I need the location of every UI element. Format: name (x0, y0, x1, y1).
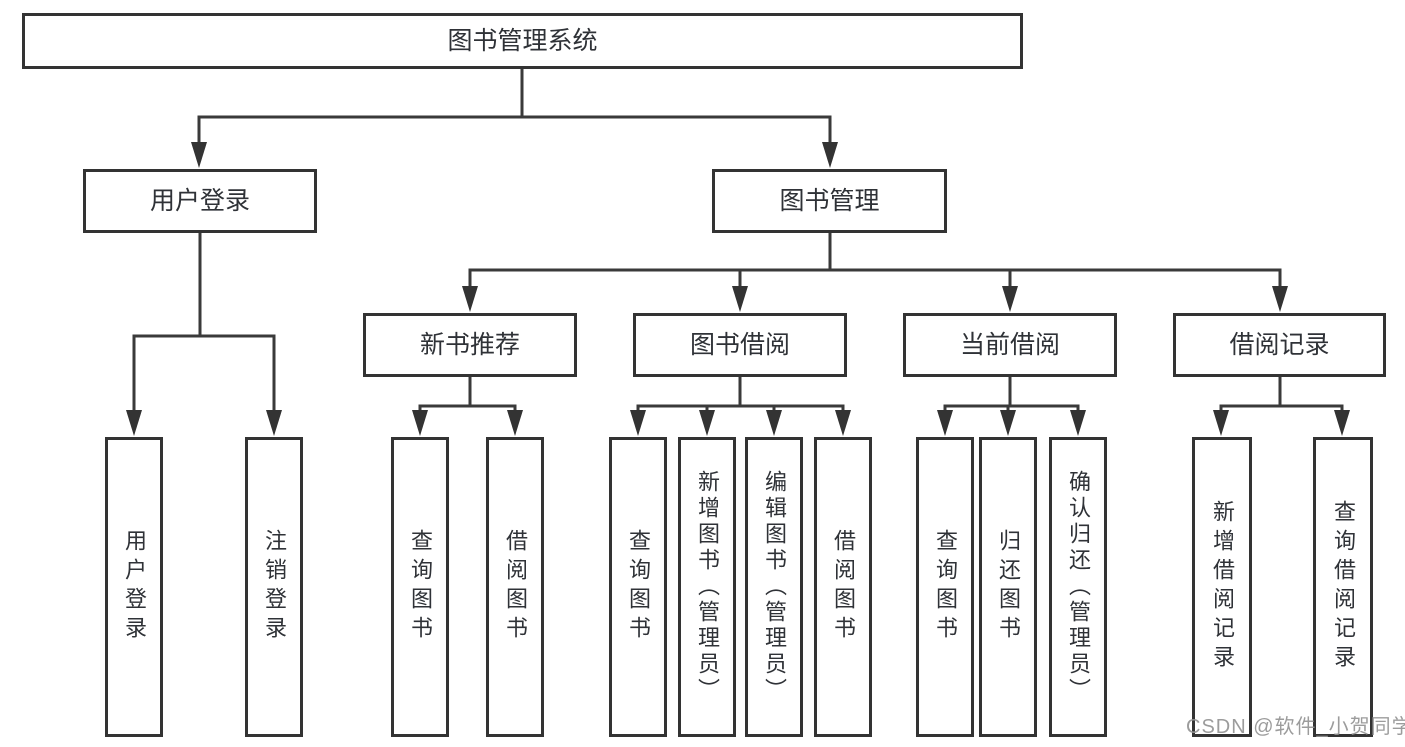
leaf-bb-edit-books-admin: 编辑图书（管理员） (745, 437, 803, 737)
node-root-library-management-system: 图书管理系统 (22, 13, 1023, 69)
leaf-user-login: 用户登录 (105, 437, 163, 737)
leaf-nb-query-books: 查询图书 (391, 437, 449, 737)
leaf-bb-query-books: 查询图书 (609, 437, 667, 737)
leaf-br-query-record: 查询借阅记录 (1313, 437, 1373, 737)
leaf-cb-return-books: 归还图书 (979, 437, 1037, 737)
leaf-cb-query-books: 查询图书 (916, 437, 974, 737)
leaf-bb-borrow-books: 借阅图书 (814, 437, 872, 737)
node-user-login: 用户登录 (83, 169, 317, 233)
node-book-borrow: 图书借阅 (633, 313, 847, 377)
leaf-nb-borrow-books: 借阅图书 (486, 437, 544, 737)
leaf-cb-confirm-return-admin: 确认归还（管理员） (1049, 437, 1107, 737)
leaf-br-add-record: 新增借阅记录 (1192, 437, 1252, 737)
csdn-watermark: CSDN @软件_小贺同学 (1186, 716, 1405, 738)
leaf-logout: 注销登录 (245, 437, 303, 737)
leaf-bb-add-books-admin: 新增图书（管理员） (678, 437, 736, 737)
node-borrow-records: 借阅记录 (1173, 313, 1386, 377)
node-new-book-recommend: 新书推荐 (363, 313, 577, 377)
node-current-borrow: 当前借阅 (903, 313, 1117, 377)
node-book-management: 图书管理 (712, 169, 947, 233)
